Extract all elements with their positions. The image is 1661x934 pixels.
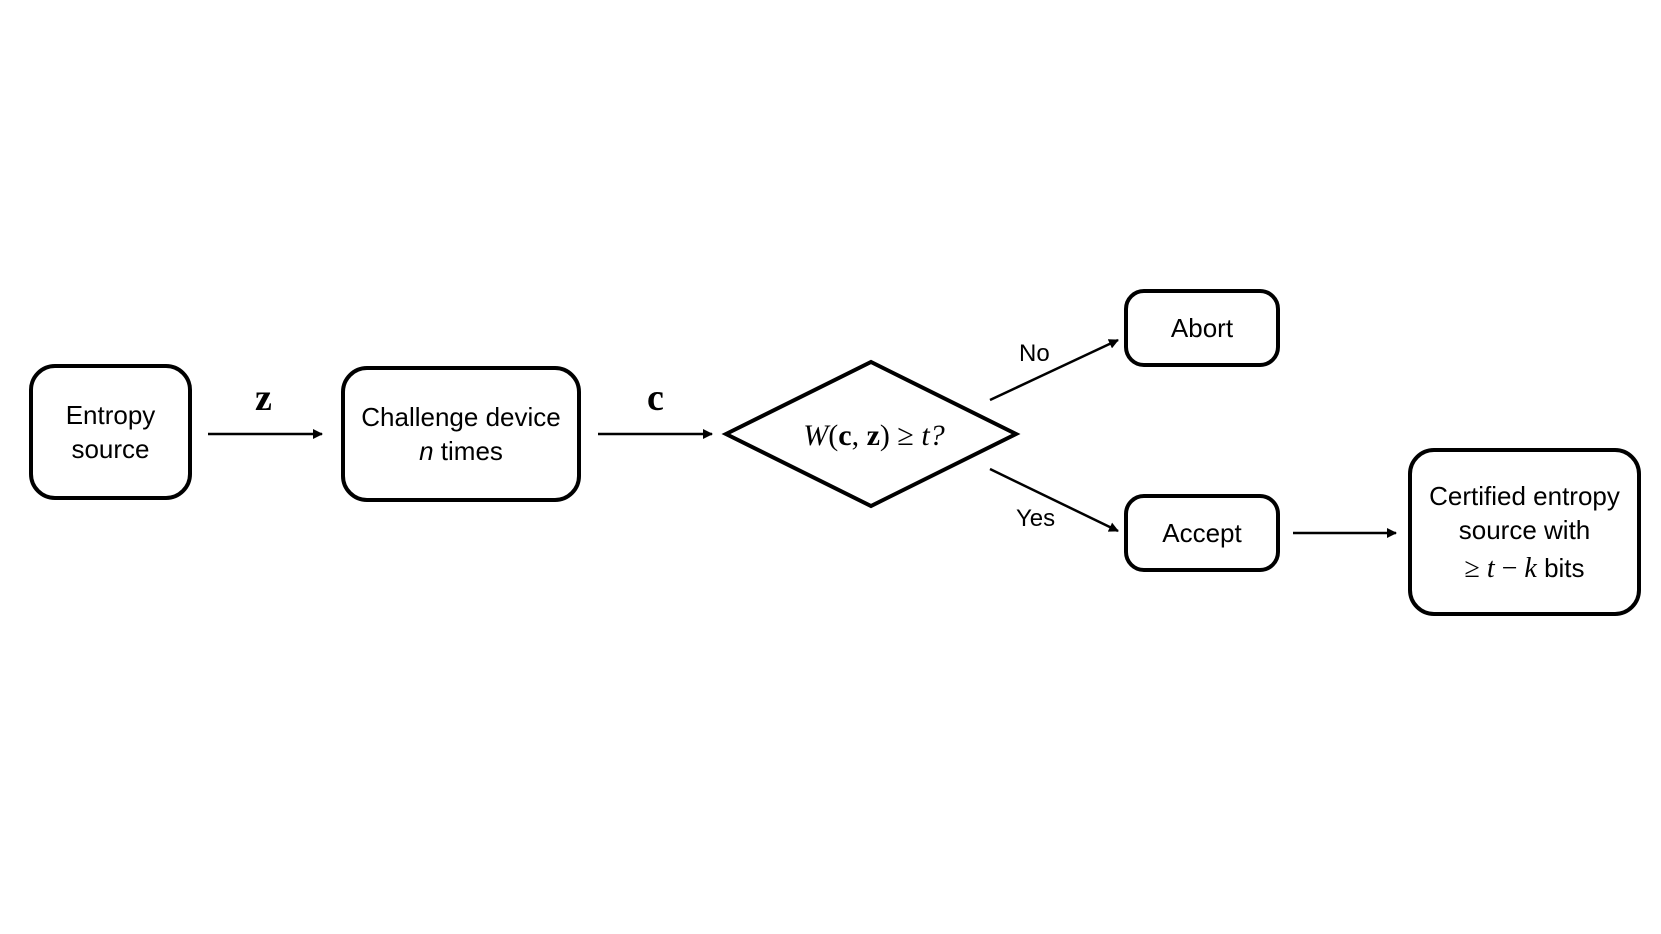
certified-minus: − [1494,552,1525,584]
decision-open: ( [828,419,839,452]
entropy-source-node: Entropy source [29,364,192,500]
branch-label-yes: Yes [1016,505,1056,532]
abort-label: Abort [1170,313,1234,343]
challenge-device-line2: n times [419,434,503,468]
certified-geq: ≥ [1464,552,1487,584]
certified-t: t [1486,552,1495,584]
edge-label-z: z [255,377,272,419]
branch-label-no: No [1019,340,1050,367]
arrow-decision-to-abort [989,338,1119,402]
arrow-decision-to-accept [989,467,1119,533]
decision-close: ) [879,419,898,452]
abort-node: Abort [1124,289,1280,367]
challenge-count-var: n [419,436,434,466]
entropy-source-line2: source [71,434,150,464]
certified-line1: Certified entropy [1429,480,1620,511]
accept-node: Accept [1124,494,1280,572]
decision-geq: ≥ [897,419,914,452]
decision-diamond [721,359,1021,509]
decision-comma: , [851,419,867,452]
certified-line2: source with [1458,514,1591,545]
decision-q: ? [929,419,945,452]
challenge-count-text: times [433,436,503,466]
certified-k: k [1524,552,1537,584]
entropy-source-line1: Entropy [65,400,156,430]
decision-z: z [866,419,880,452]
accept-label: Accept [1162,518,1242,548]
certified-bits: bits [1536,552,1585,583]
decision-condition: W(c, z) ≥ t? [729,414,1019,458]
decision-W: W [803,419,829,452]
challenge-device-node: Challenge device n times [341,366,581,502]
certified-entropy-node: Certified entropy source with ≥ t − k bi… [1408,448,1641,616]
challenge-device-line1: Challenge device [361,402,561,432]
edge-label-c: c [647,377,664,419]
decision-c: c [838,419,852,452]
decision-t: t [913,419,930,452]
certified-line3: ≥ t − k bits [1464,551,1584,586]
